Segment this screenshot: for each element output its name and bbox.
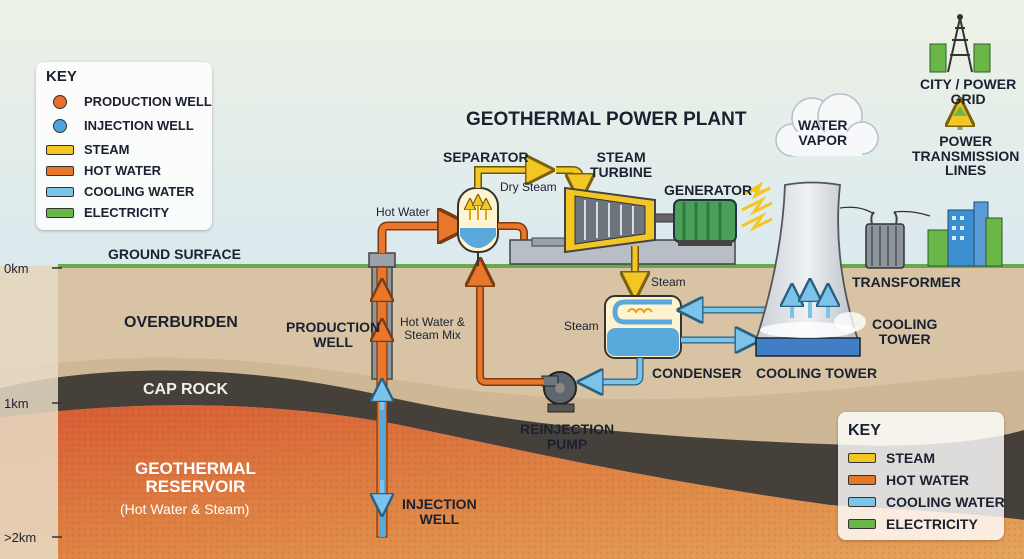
electricity-swatch — [848, 519, 876, 529]
key-item-label: STEAM — [886, 450, 935, 466]
key-item-label: ELECTRICITY — [84, 205, 170, 220]
water-vapor-cloud — [775, 93, 879, 157]
steam-turbine-label: STEAM TURBINE — [590, 149, 653, 180]
steam-right-label: Steam — [651, 275, 686, 289]
city-buildings — [927, 201, 1003, 267]
separator-label: SEPARATOR — [443, 149, 529, 165]
depth-2km: >2km — [4, 530, 37, 545]
city-grid-label: CITY / POWER GRID — [920, 76, 1017, 107]
steam-swatch — [848, 453, 876, 463]
cap-rock-label: CAP ROCK — [143, 381, 229, 398]
cooling-water-swatch — [46, 186, 74, 197]
ground-surface-line — [58, 264, 1024, 268]
key-item-injection-well: INJECTION WELL — [46, 118, 194, 133]
hot-water-swatch — [46, 165, 74, 176]
condenser — [604, 295, 682, 359]
key-item-production-well: PRODUCTION WELL — [46, 94, 212, 109]
key-item-label: STEAM — [84, 142, 130, 157]
key-item-steam: STEAM — [46, 142, 130, 157]
key-item-label: PRODUCTION WELL — [84, 94, 212, 109]
key-title: KEY — [848, 422, 881, 439]
key-item-steam: STEAM — [848, 450, 935, 466]
diagram-title: GEOTHERMAL POWER PLANT — [466, 109, 747, 130]
depth-0km: 0km — [4, 261, 29, 276]
steam-swatch — [46, 144, 74, 155]
reservoir-subtitle-label: (Hot Water & Steam) — [120, 501, 250, 517]
power-lines-label: POWER TRANSMISSION LINES — [912, 133, 1020, 179]
key-item-label: ELECTRICITY — [886, 516, 978, 532]
overburden-label: OVERBURDEN — [124, 314, 238, 331]
key-item-hot-water: HOT WATER — [848, 472, 969, 488]
generator-label: GENERATOR — [664, 182, 753, 198]
key-item-electricity: ELECTRICITY — [46, 205, 169, 220]
injection-well-label: INJECTION WELL — [402, 496, 477, 527]
cooling-tower-right-label: COOLING TOWER — [872, 316, 938, 347]
steam-left-label: Steam — [564, 319, 599, 333]
depth-1km: 1km — [4, 396, 29, 411]
production-well-dot-icon — [53, 94, 67, 109]
depth-scale-band — [0, 266, 58, 559]
hot-water-label: Hot Water — [376, 205, 430, 219]
steam-turbine — [509, 186, 736, 265]
key-item-hot-water: HOT WATER — [46, 163, 161, 178]
generator — [673, 199, 737, 246]
power-grid-city-icon — [929, 14, 991, 73]
injection-well-dot-icon — [53, 118, 67, 133]
separator-vessel — [457, 187, 499, 253]
key-title: KEY — [46, 68, 77, 85]
hot-water-swatch — [848, 475, 876, 485]
key-item-cooling-water: COOLING WATER — [46, 184, 194, 199]
electricity-swatch — [46, 207, 74, 218]
key-item-label: INJECTION WELL — [84, 118, 194, 133]
cooling-tower-bottom-label: COOLING TOWER — [756, 365, 878, 381]
ground-surface-label: GROUND SURFACE — [108, 246, 242, 262]
key-panel-right: KEY STEAM HOT WATER COOLING WATER ELECTR… — [838, 412, 1005, 540]
cooling-water-swatch — [848, 497, 876, 507]
cooling-tower — [754, 181, 866, 357]
electricity-bolts-icon — [741, 181, 773, 232]
transformer-label: TRANSFORMER — [852, 274, 961, 290]
reinjection-pump-label: REINJECTION PUMP — [520, 421, 615, 452]
water-vapor-label: WATER VAPOR — [798, 117, 848, 148]
key-item-label: HOT WATER — [84, 163, 162, 178]
reinjection-pump — [541, 371, 577, 413]
production-well-pipe — [368, 252, 396, 538]
cap-rock-layer — [0, 370, 1024, 520]
key-item-electricity: ELECTRICITY — [848, 516, 978, 532]
key-item-label: COOLING WATER — [84, 184, 195, 199]
key-item-cooling-water: COOLING WATER — [848, 494, 1005, 510]
key-item-label: HOT WATER — [886, 472, 969, 488]
production-well-label: PRODUCTION WELL — [286, 319, 381, 350]
hot-water-steam-mix-label: Hot Water & Steam Mix — [400, 315, 465, 342]
key-panel-left: KEY PRODUCTION WELL INJECTION WELL STEAM… — [36, 62, 212, 230]
dry-steam-label: Dry Steam — [500, 180, 557, 194]
condenser-label: CONDENSER — [652, 365, 742, 381]
reservoir-title-label: GEOTHERMAL RESERVOIR — [135, 459, 256, 496]
transformer — [839, 206, 931, 269]
key-item-label: COOLING WATER — [886, 494, 1005, 510]
